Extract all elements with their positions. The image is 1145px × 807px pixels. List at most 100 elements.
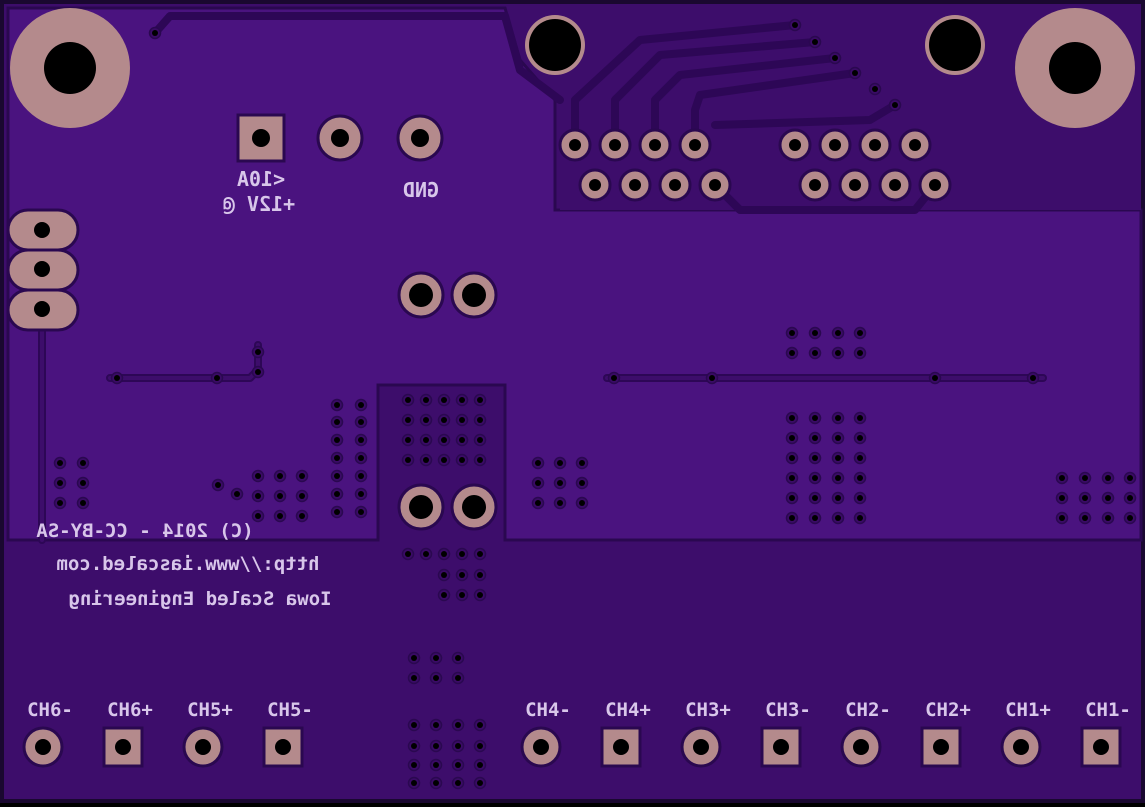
via [251,345,265,359]
via [407,671,421,685]
via [473,718,487,732]
via [831,326,845,340]
via [437,547,451,561]
channel-terminal: CH3+ [680,699,731,768]
channel-terminals: CH6-CH6+CH5+CH5-CH4-CH4+CH3+CH3-CH2-CH2+… [22,699,1131,768]
connector-pin [638,128,672,162]
connector-pin [698,168,732,202]
via [273,469,287,483]
via [455,547,469,561]
via [455,588,469,602]
via [473,453,487,467]
via [531,476,545,490]
via [473,568,487,582]
via [785,511,799,525]
via [76,496,90,510]
via [1123,511,1137,525]
via [251,469,265,483]
channel-label: CH1- [1085,699,1131,721]
via [1101,471,1115,485]
via [455,453,469,467]
channel-label: CH4- [525,699,571,721]
via [785,491,799,505]
via [53,456,67,470]
via [575,476,589,490]
via [785,451,799,465]
via [273,509,287,523]
via [455,393,469,407]
large-via-pair-top [397,271,498,319]
via [295,489,309,503]
via [473,739,487,753]
via [330,487,344,501]
via [473,758,487,772]
via [429,776,443,790]
via [401,413,415,427]
via [808,326,822,340]
via [868,82,882,96]
via [808,411,822,425]
via [401,547,415,561]
via [419,413,433,427]
via [888,98,902,112]
via [429,671,443,685]
via [330,398,344,412]
via [1078,491,1092,505]
via [429,758,443,772]
via [251,365,265,379]
via [785,326,799,340]
connector-pin [858,128,892,162]
via [853,491,867,505]
power-pad-square [236,113,286,163]
channel-label: CH3- [765,699,811,721]
via [1101,491,1115,505]
via [401,433,415,447]
via [785,431,799,445]
via [354,451,368,465]
via [785,411,799,425]
via [848,66,862,80]
via [429,739,443,753]
via [1123,471,1137,485]
connector-pin [558,128,592,162]
channel-terminal: CH5+ [182,699,233,768]
via [419,453,433,467]
via [53,476,67,490]
channel-terminal: CH2- [840,699,891,768]
channel-label: CH2- [845,699,891,721]
channel-terminal: CH1- [1080,699,1131,768]
via [473,413,487,427]
via [831,431,845,445]
via [110,371,124,385]
via [553,456,567,470]
via [401,393,415,407]
via [455,568,469,582]
silk-url: http://www.iascaled.com [56,553,319,575]
via [419,547,433,561]
via [429,651,443,665]
via [210,371,224,385]
connector-pin [898,128,932,162]
connector-pin [838,168,872,202]
via [251,489,265,503]
via [808,511,822,525]
channel-terminal: CH3- [760,699,811,768]
via [785,471,799,485]
channel-label: CH1+ [1005,699,1051,721]
via [455,433,469,447]
via [429,718,443,732]
via [451,651,465,665]
via [1078,511,1092,525]
via [575,496,589,510]
via [330,451,344,465]
via [53,496,67,510]
via [808,491,822,505]
connector-pin [598,128,632,162]
connector-hole-left [525,15,585,75]
via [354,415,368,429]
via [853,411,867,425]
silk-power-label-1: +12V @ [223,192,295,216]
via [808,471,822,485]
large-via-pair-bottom [397,483,498,531]
via [531,496,545,510]
